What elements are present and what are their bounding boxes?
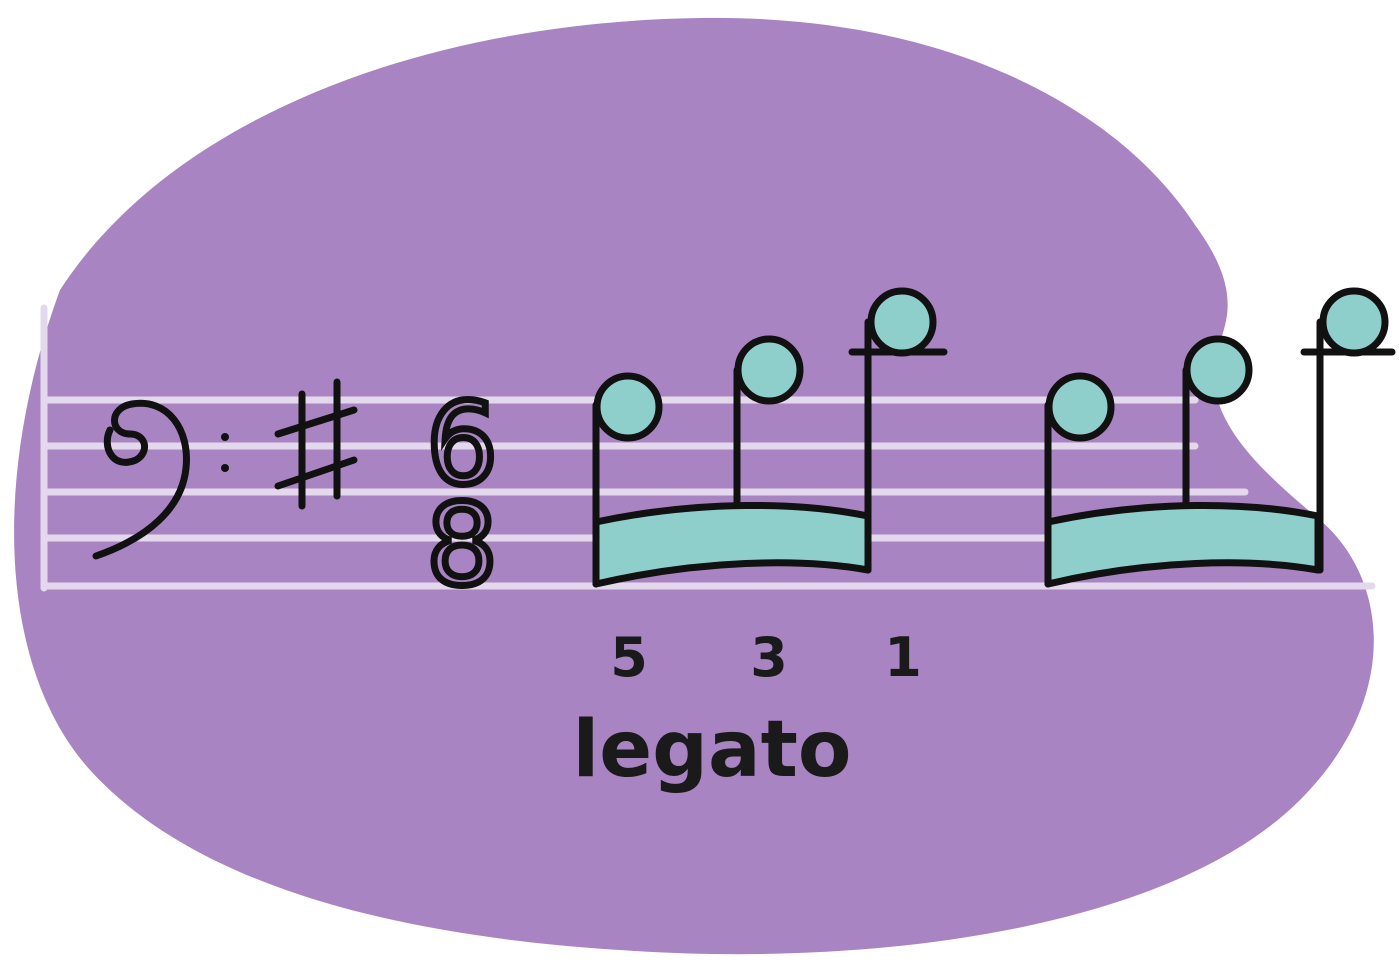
note-head xyxy=(1319,287,1389,357)
fingering-number: 1 xyxy=(884,626,922,689)
note-head xyxy=(867,287,937,357)
beamed-group-2 xyxy=(1044,287,1396,588)
time-signature-top: 6 xyxy=(426,380,497,510)
note-head xyxy=(593,372,663,442)
fingering-number: 3 xyxy=(750,626,788,689)
bass-clef-icon xyxy=(92,399,229,560)
note-head xyxy=(1183,335,1253,405)
articulation-label: legato xyxy=(573,705,852,795)
beamed-group-1 xyxy=(592,287,948,588)
sharp-icon xyxy=(274,378,358,510)
fingering-number: 5 xyxy=(610,626,648,689)
note-head xyxy=(1045,372,1115,442)
time-signature-bottom: 8 xyxy=(426,481,497,611)
note-head xyxy=(734,335,804,405)
background-blob xyxy=(14,17,1374,955)
